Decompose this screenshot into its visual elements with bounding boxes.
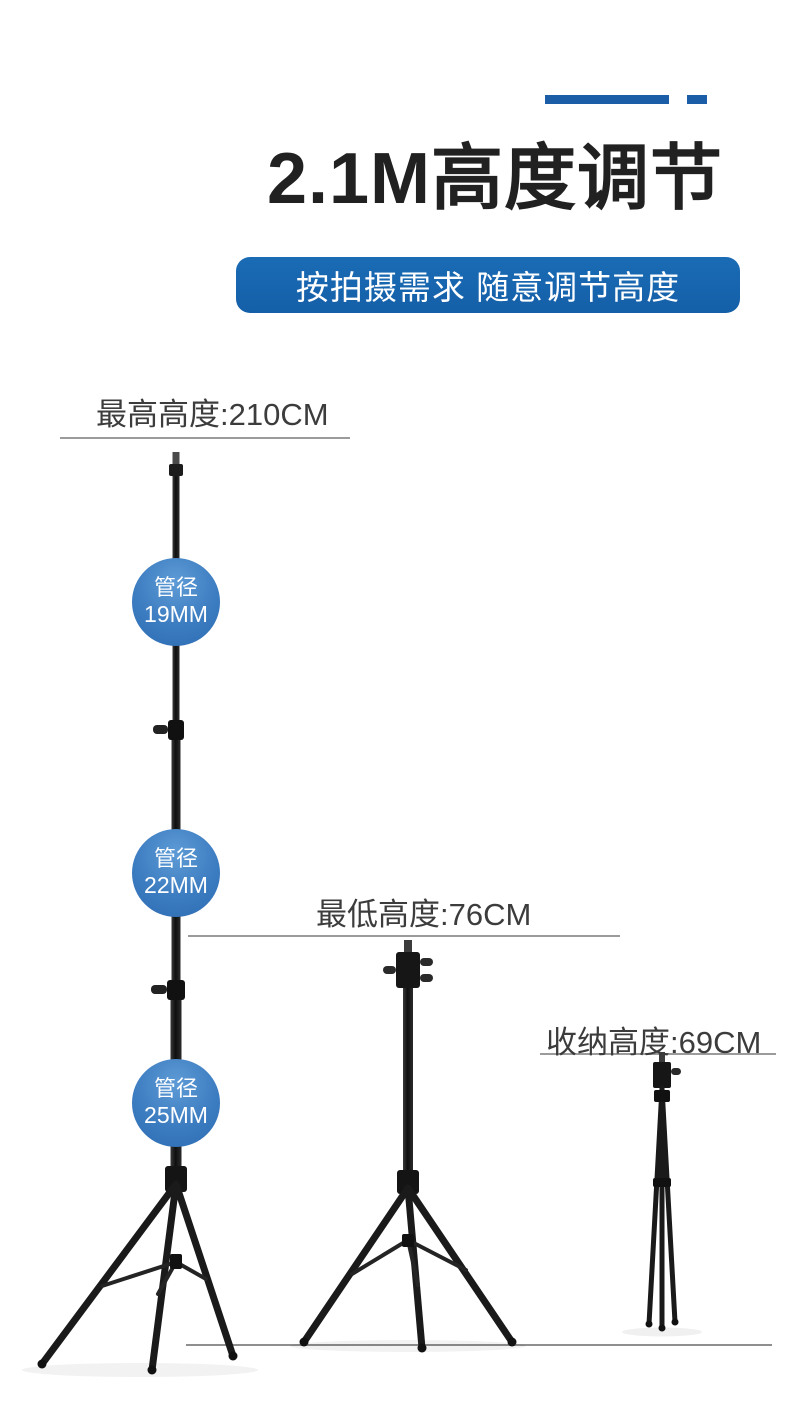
tall-stand-feet [37,1254,238,1375]
max-height-label: 最高高度:210CM [96,397,329,432]
medium-stand-head [383,940,433,988]
min-height-line [188,935,620,937]
tube-diameter-badge-25mm: 管径 25MM [132,1059,220,1147]
folded-stand-illustration [622,1052,702,1337]
storage-height-label: 收纳高度:69CM [546,1025,762,1060]
tube-diameter-badge-19mm: 管径 19MM [132,558,220,646]
tube-diameter-label: 管径 [153,1076,198,1101]
accent-bar-short [687,95,707,104]
tube-diameter-badge-22mm: 管径 22MM [132,829,220,917]
tube-diameter-value: 25MM [144,1102,208,1129]
tall-stand-legs [38,1180,237,1374]
subtitle-text: 按拍摄需求 随意调节高度 [295,269,681,306]
folded-stand-collars [645,1090,679,1332]
page-title: 2.1M高度调节 [266,139,724,219]
tube-diameter-label: 管径 [153,846,198,871]
folded-stand-legs [646,1085,678,1331]
storage-height-line [540,1053,776,1055]
medium-stand-pole [397,988,419,1194]
tall-stand-shadow [22,1363,258,1377]
tube-diameter-value: 22MM [144,872,208,899]
subtitle-banner: 按拍摄需求 随意调节高度 [236,257,740,313]
folded-stand-shadow [622,1327,702,1337]
accent-bar-long [545,95,669,104]
medium-stand-illustration [290,940,526,1353]
min-height-label: 最低高度:76CM [316,897,532,932]
ground-baseline [186,1344,772,1346]
max-height-line [60,437,350,439]
medium-stand-shadow [290,1340,526,1352]
medium-stand-feet [299,1234,517,1353]
tube-diameter-label: 管径 [153,575,198,600]
medium-stand-braces [350,1238,468,1287]
tube-diameter-value: 19MM [144,601,208,628]
medium-stand-legs [300,1184,516,1352]
folded-stand-head [653,1052,681,1088]
